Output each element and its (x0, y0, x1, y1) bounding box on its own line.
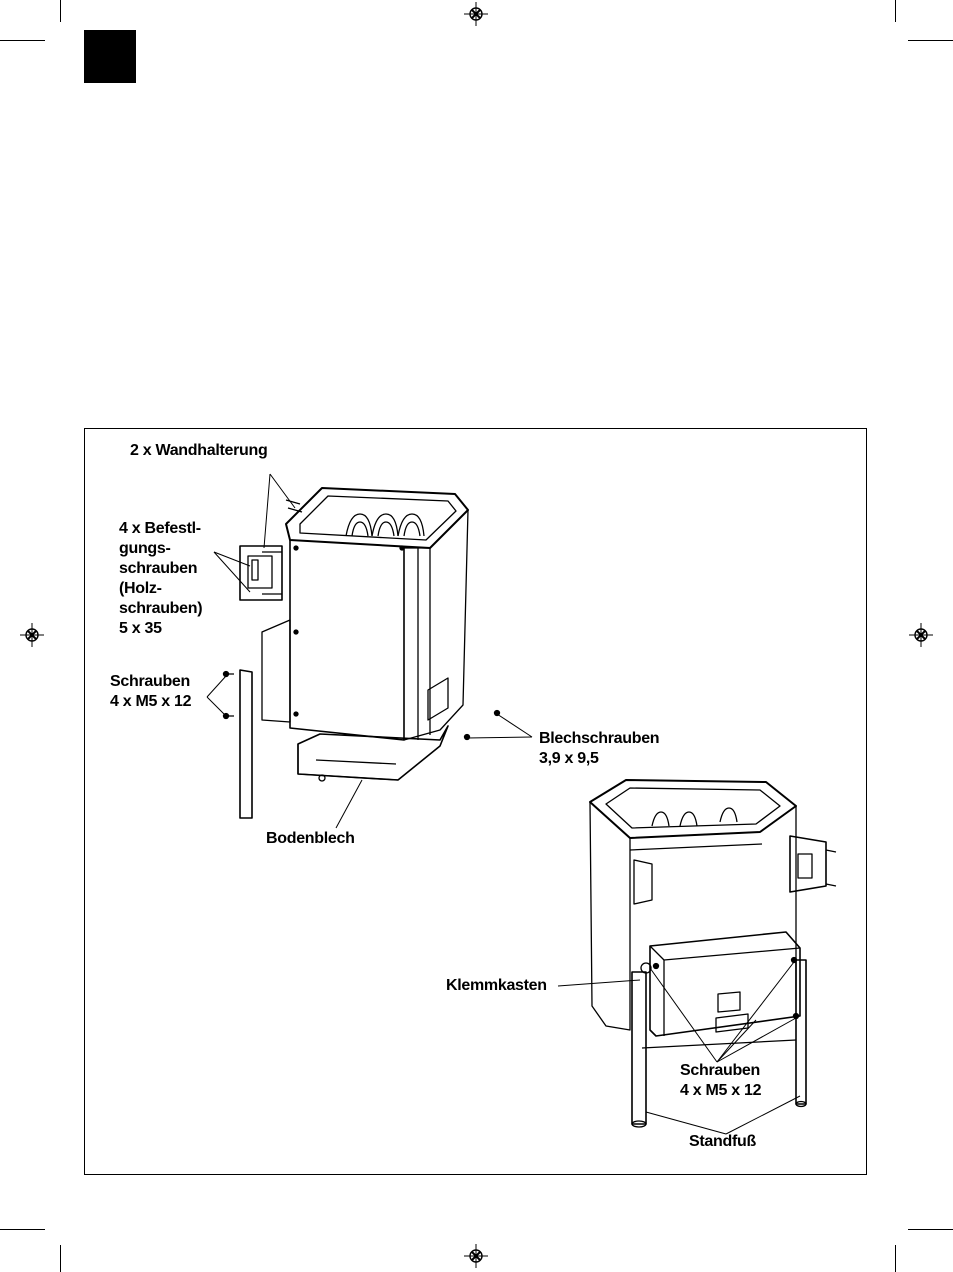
label-befestigung-line-4: (Holz- (119, 579, 202, 599)
label-bodenblech: Bodenblech (266, 829, 355, 849)
label-schrauben-right-line-2: 4 x M5 x 12 (680, 1081, 761, 1101)
label-standfuss: Standfuß (689, 1132, 756, 1152)
label-wandhalterung: 2 x Wandhalterung (130, 441, 267, 461)
label-befestigung-line-3: schrauben (119, 559, 202, 579)
label-befestigung-line-6: 5 x 35 (119, 619, 202, 639)
leader-lines (207, 474, 800, 1134)
label-schrauben-left: Schrauben 4 x M5 x 12 (110, 672, 191, 712)
label-schrauben-right: Schrauben 4 x M5 x 12 (680, 1061, 761, 1101)
label-befestigung-line-1: 4 x Befestl- (119, 519, 202, 539)
label-blechschrauben: Blechschrauben 3,9 x 9,5 (539, 729, 659, 769)
label-blechschrauben-line-2: 3,9 x 9,5 (539, 749, 659, 769)
label-blechschrauben-line-1: Blechschrauben (539, 729, 659, 749)
label-klemmkasten: Klemmkasten (446, 976, 547, 996)
label-schrauben-left-line-1: Schrauben (110, 672, 191, 692)
label-befestigung-line-5: schrauben) (119, 599, 202, 619)
label-schrauben-left-line-2: 4 x M5 x 12 (110, 692, 191, 712)
label-befestigungsschrauben: 4 x Befestl- gungs- schrauben (Holz- sch… (119, 519, 202, 639)
label-befestigung-line-2: gungs- (119, 539, 202, 559)
label-schrauben-right-line-1: Schrauben (680, 1061, 761, 1081)
